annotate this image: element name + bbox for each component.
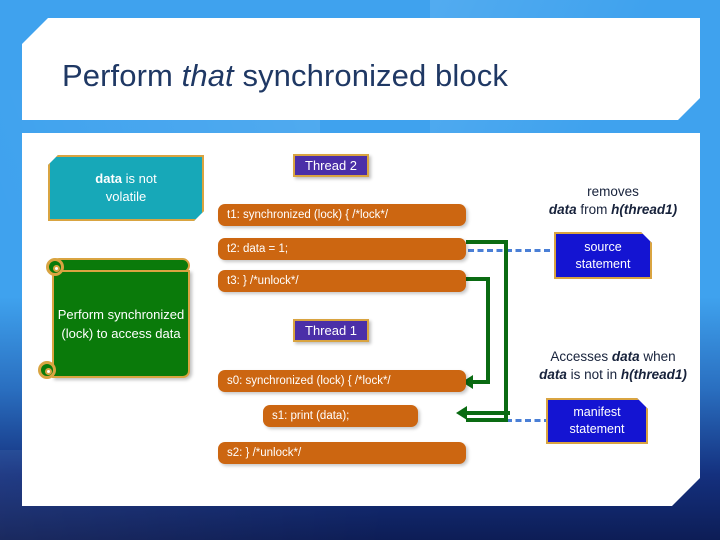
annotation-source-data: data [548, 202, 577, 217]
callout-data-not-volatile: data is not volatile [48, 155, 204, 221]
dashed-connector-s1-manifest [468, 419, 550, 422]
green-arrowhead-into-s0 [462, 375, 473, 389]
green-connector-s1-horizontal [466, 411, 510, 415]
statement-text: t1: synchronized (lock) { /*lock*/ [227, 209, 389, 221]
annotation-manifest-accesses: Accesses [550, 349, 612, 364]
title-suffix: synchronized block [233, 58, 508, 93]
green-connector-t1-vertical [504, 240, 508, 422]
thread2-statement-t2: t2: data = 1; [218, 238, 466, 260]
scroll-banner-body: Perform synchronized (lock) to access da… [52, 270, 190, 378]
label-manifest-line2: statement [569, 422, 625, 436]
annotation-manifest-when: when [639, 349, 676, 364]
label-manifest-line1: manifest [573, 405, 621, 419]
green-connector-t3-horizontal [466, 277, 490, 281]
thread2-statement-t1: t1: synchronized (lock) { /*lock*/ [218, 204, 466, 226]
thread2-badge-label: Thread 2 [305, 158, 358, 173]
title-plate [22, 18, 700, 120]
thread1-statement-s0: s0: synchronized (lock) { /*lock*/ [218, 370, 466, 392]
callout-rest: is not [122, 171, 157, 186]
statement-text: t2: data = 1; [227, 243, 289, 255]
annotation-manifest-notin: is not in [566, 367, 621, 382]
thread1-statement-s2: s2: } /*unlock*/ [218, 442, 466, 464]
annotation-manifest-data: data [611, 349, 640, 364]
green-connector-bottom-horizontal [466, 418, 508, 422]
statement-text: t3: } /*unlock*/ [227, 275, 299, 287]
annotation-source-from: from [576, 202, 612, 217]
thread1-badge-label: Thread 1 [305, 323, 358, 338]
annotation-manifest-data2: data [539, 367, 567, 382]
green-connector-s0-horizontal [470, 380, 490, 384]
annotation-manifest-line2: data is not in h(thread1) [508, 366, 718, 384]
callout-line-1: data is not [95, 170, 156, 188]
annotation-source-heap: h(thread1) [611, 202, 678, 217]
title-prefix: Perform [62, 58, 182, 93]
green-connector-t3-vertical [486, 277, 490, 382]
label-source-line2: statement [575, 256, 631, 271]
scroll-curl-bottom-left-icon [38, 361, 56, 379]
annotation-manifest-text: Accesses data when data is not in h(thre… [508, 348, 718, 384]
thread2-badge: Thread 2 [293, 154, 370, 177]
callout-perform-synchronized: Perform synchronized (lock) to access da… [38, 258, 190, 380]
thread1-badge: Thread 1 [293, 319, 370, 342]
statement-text: s1: print (data); [272, 410, 350, 422]
thread2-statement-t3: t3: } /*unlock*/ [218, 270, 466, 292]
label-source-line1: source [584, 239, 622, 254]
annotation-source-line2: data from h(thread1) [510, 201, 716, 219]
annotation-manifest-line1: Accesses data when [508, 348, 718, 366]
title-emphasis: that [181, 58, 234, 93]
annotation-manifest-heap: h(thread1) [620, 367, 687, 382]
label-source-statement: source statement [554, 232, 652, 279]
scroll-curl-top-left-icon [46, 258, 64, 276]
label-manifest-statement: manifest statement [546, 398, 648, 444]
green-connector-t1-horizontal [466, 240, 508, 244]
statement-text: s0: synchronized (lock) { /*lock*/ [227, 375, 391, 387]
green-arrowhead-into-s1 [456, 406, 467, 420]
statement-text: s2: } /*unlock*/ [227, 447, 302, 459]
page-title: Perform that synchronized block [62, 58, 682, 94]
callout-line-2: volatile [105, 189, 147, 204]
callout-bold-data: data [95, 171, 123, 186]
dashed-connector-t2-source [468, 249, 550, 252]
thread1-statement-s1: s1: print (data); [263, 405, 418, 427]
annotation-source-text: removes data from h(thread1) [510, 183, 716, 219]
annotation-source-line1: removes [587, 184, 639, 199]
